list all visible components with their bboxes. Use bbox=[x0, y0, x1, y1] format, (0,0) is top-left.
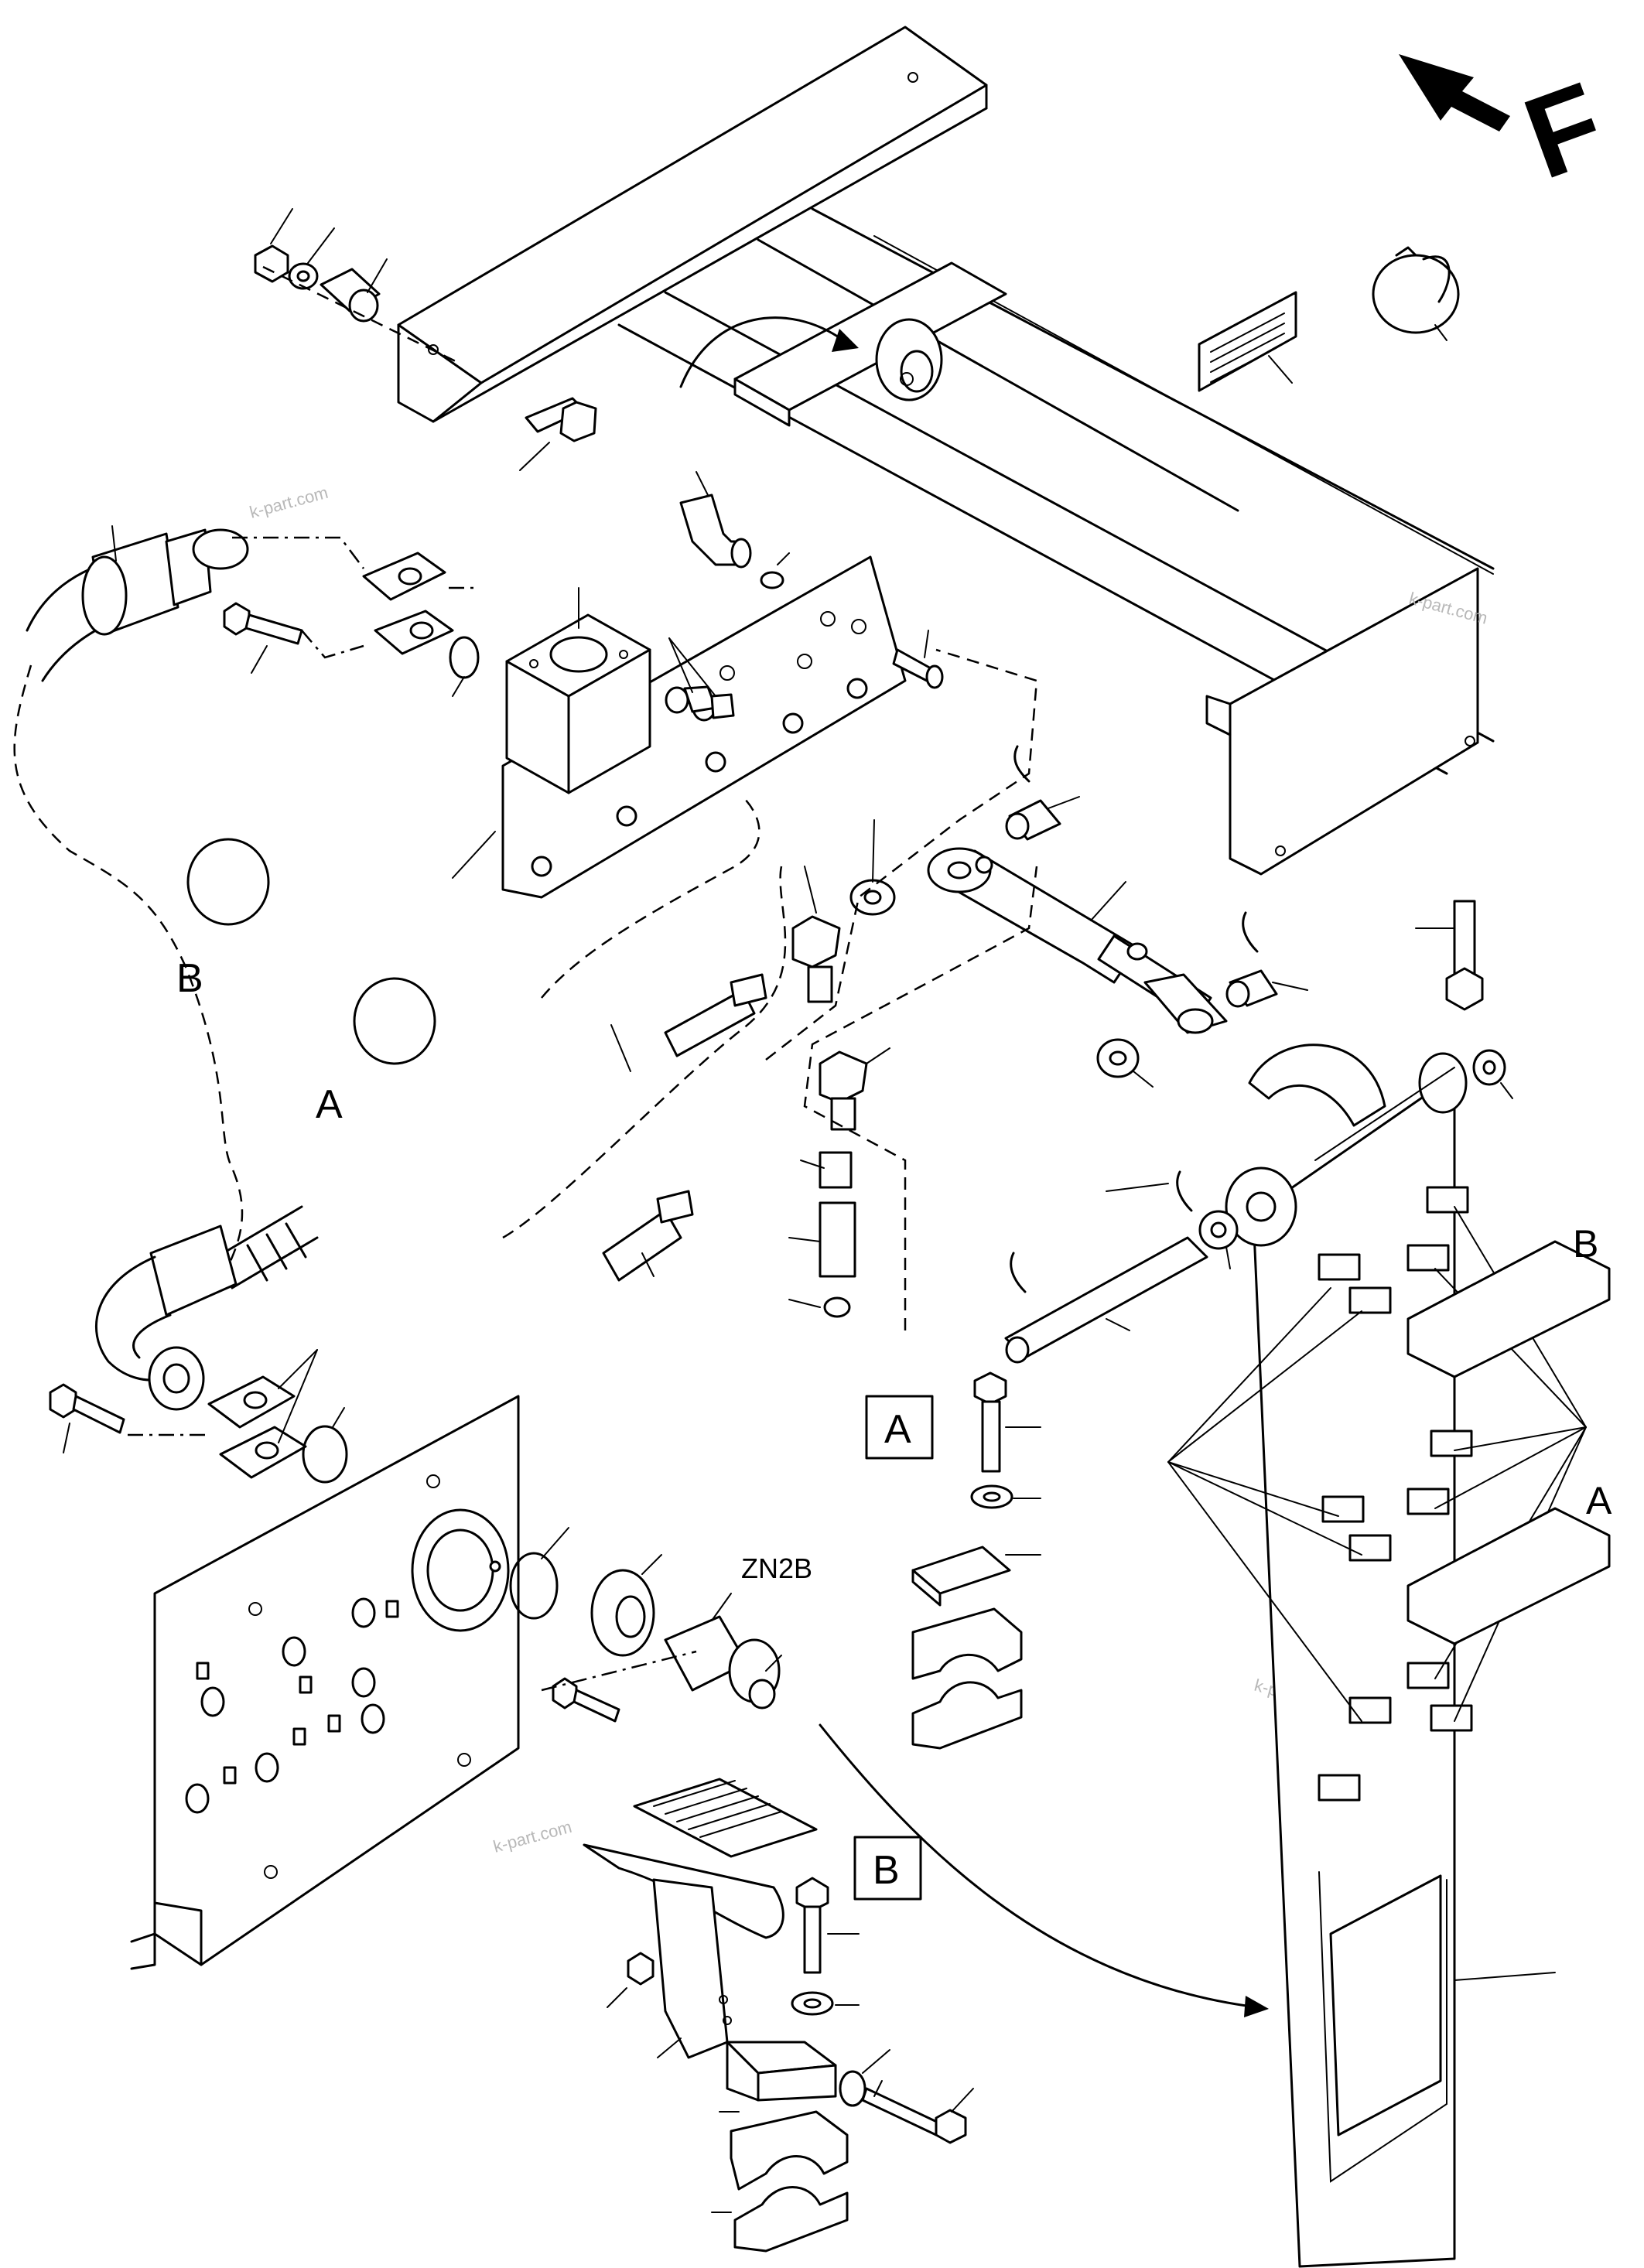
clamp-set-a bbox=[911, 1371, 1041, 1750]
hex-bolt-top bbox=[519, 397, 597, 471]
detail-box-a: A bbox=[865, 1395, 934, 1460]
breather-plug bbox=[892, 630, 944, 689]
valve-mounting-plate bbox=[452, 555, 907, 899]
adapter-fittings bbox=[665, 637, 735, 722]
zone-code-label: ZN2B bbox=[741, 1552, 812, 1584]
foot-pedal-assembly bbox=[583, 1723, 1269, 2253]
top-support-frame bbox=[397, 26, 1495, 876]
detail-box-b-label: B bbox=[873, 1848, 900, 1893]
nut-washer-spacer-set bbox=[254, 208, 461, 365]
watermark: k-part.com bbox=[491, 1817, 574, 1856]
elbow-fitting bbox=[679, 471, 790, 589]
front-direction-arrow: F bbox=[1399, 54, 1620, 203]
control-panel bbox=[130, 1395, 520, 1970]
detail-a-label-right: A bbox=[1586, 1479, 1612, 1522]
detail-box-b: B bbox=[853, 1836, 922, 1901]
lever-arm: B A bbox=[1004, 1043, 1612, 2268]
detail-a-label-left: A bbox=[316, 1082, 343, 1127]
decal-label-plate bbox=[1198, 291, 1297, 392]
detail-b-label-right: B bbox=[1573, 1222, 1598, 1266]
detail-box-a-label: A bbox=[884, 1407, 911, 1452]
control-valve-block bbox=[505, 587, 651, 794]
hydraulic-cylinder bbox=[502, 648, 1513, 1330]
hose-assembly-a: B A bbox=[13, 525, 480, 1277]
detail-b-label-left: B bbox=[176, 956, 203, 1001]
cable-tie bbox=[1372, 246, 1460, 341]
hose-elbow-assembly bbox=[49, 1205, 348, 1484]
direction-label: F bbox=[1509, 57, 1620, 203]
bulkhead-connector: ZN2B bbox=[509, 1527, 812, 1723]
watermark: k-part.com bbox=[248, 483, 330, 522]
